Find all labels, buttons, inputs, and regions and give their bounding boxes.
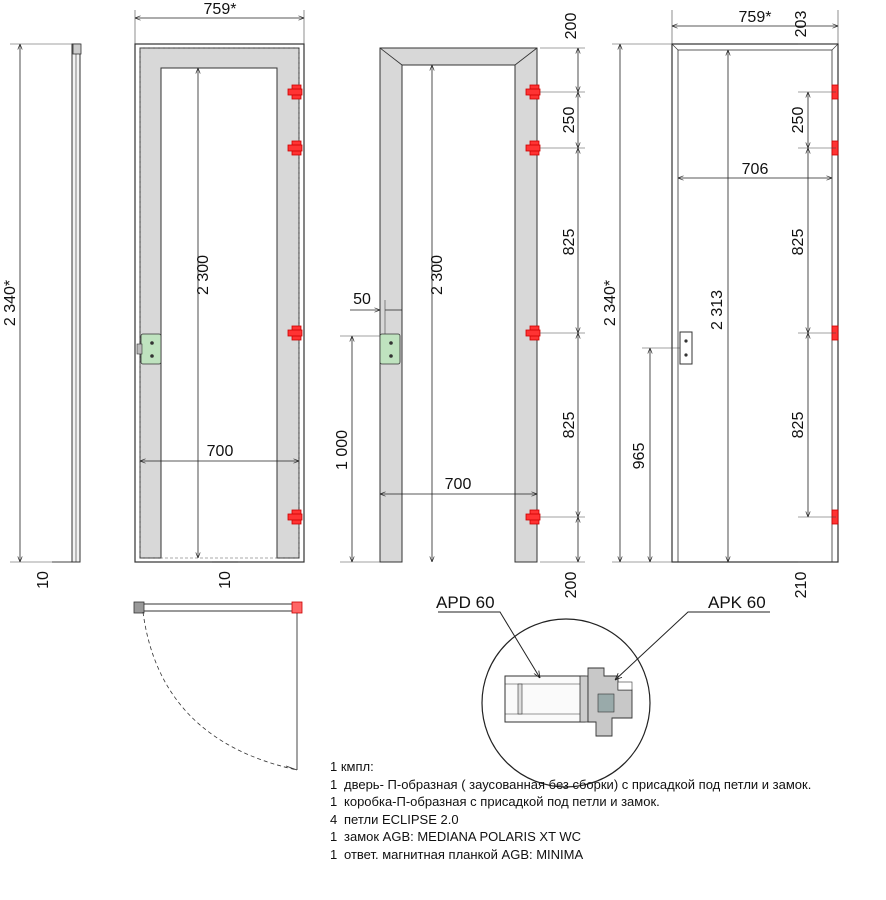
frame-height-label: 2 340* <box>602 280 619 326</box>
spec-qty: 1 <box>330 794 338 809</box>
spec-item: 1 коробка-П-образная с присадкой под петл… <box>330 793 811 811</box>
profile-detail: APD 60 APK 60 <box>436 593 770 788</box>
spec-item: 4 петли ECLIPSE 2.0 <box>330 811 811 829</box>
side-profile-view: 2 340* 10 <box>2 43 82 589</box>
spec-text: коробка-П-образная с присадкой под петли… <box>344 794 660 809</box>
frame-bottom-right-label: 210 <box>793 572 810 599</box>
door-swing-plan <box>133 601 303 771</box>
frame-view: 2 300 700 50 1 000 <box>334 13 585 599</box>
spec-qty: 1 <box>330 776 338 792</box>
spec-text: петли ECLIPSE 2.0 <box>344 811 459 827</box>
hinge-icon <box>287 84 303 100</box>
hinge-icon <box>287 140 303 156</box>
hinge-spacing-low-right-label: 825 <box>790 412 807 439</box>
spec-qty: 1 <box>330 846 338 862</box>
lock-height-left-label: 1 000 <box>334 430 351 470</box>
spec-item: 1 замок AGB: MEDIANA POLARIS XT WC <box>330 828 811 846</box>
hinge-spacing-mid-label: 825 <box>561 229 578 256</box>
spec-qty: 4 <box>330 811 338 827</box>
spec-list: 1 кмпл: 1 дверь- П-образная ( заусованная… <box>330 758 811 863</box>
outer-height-label: 2 340* <box>2 280 19 326</box>
frame-outer-width-label: 759* <box>739 9 772 26</box>
spec-text: ответ. магнитная планкой AGB: MINIMA <box>344 846 584 862</box>
frame-top-label: 200 <box>563 13 580 40</box>
hinge-icon <box>287 509 303 525</box>
frame-width-label: 700 <box>445 476 472 493</box>
hinge-spacing-low-label: 825 <box>561 412 578 439</box>
outer-width-label: 759* <box>204 1 237 18</box>
leaf-height-label: 2 300 <box>195 255 212 295</box>
lock-height-right-label: 965 <box>631 443 648 470</box>
door-leaf-view: 759* 2 300 700 10 <box>134 1 305 589</box>
gap-bottom-label-2: 10 <box>217 571 234 589</box>
lock-offset-label: 50 <box>353 291 371 308</box>
hinge-spacing-mid-right-label: 825 <box>790 229 807 256</box>
spec-item: 1 дверь- П-образная ( заусованная без сбо… <box>330 776 811 794</box>
frame-inner-width-label: 706 <box>742 161 769 178</box>
lock-icon <box>136 333 162 365</box>
lock-icon <box>379 333 401 365</box>
strike-plate-icon <box>679 331 693 365</box>
spec-text: дверь- П-образная ( заусованная без сбор… <box>344 776 812 792</box>
spec-text: замок AGB: MEDIANA POLARIS XT WC <box>344 829 582 844</box>
spec-item: 1 ответ. магнитная планкой AGB: MINIMA <box>330 846 811 864</box>
spec-header: 1 кмпл: <box>330 759 374 774</box>
spec-qty: 1 <box>330 829 338 844</box>
frame-inner-height-label: 2 313 <box>709 290 726 330</box>
frame-top-right-label: 203 <box>793 11 810 38</box>
frame-leaf-height-label: 2 300 <box>429 255 446 295</box>
frame-bottom-label: 200 <box>563 572 580 599</box>
profile-left-label: APD 60 <box>436 593 495 612</box>
hinge-icon <box>287 325 303 341</box>
leaf-width-label: 700 <box>207 443 234 460</box>
gap-bottom-label-1: 10 <box>35 571 52 589</box>
hinge-spacing-top-label: 250 <box>561 107 578 134</box>
frame-back-view: 759* 706 2 340* 2 313 965 <box>602 9 839 599</box>
hinge-spacing-top-right-label: 250 <box>790 107 807 134</box>
profile-right-label: APK 60 <box>708 593 766 612</box>
